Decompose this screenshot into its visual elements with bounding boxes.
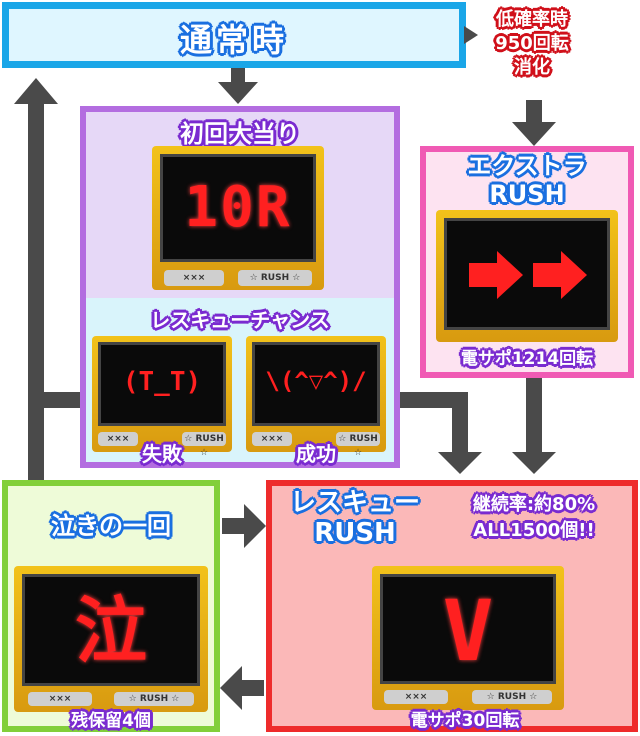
arrow-extra-to-rescue-shaft [526, 378, 542, 454]
low-prob-line2: 950回転 [495, 33, 569, 54]
last-chance-label: 泣きの一回 [51, 512, 171, 540]
low-prob-line1: 低確率時 [496, 9, 568, 30]
extra-arrow-left [469, 251, 523, 299]
rescue-rush-line1: レスキュー [289, 488, 420, 518]
rescue-screen-frame: V ××× ☆ RUSH ☆ [372, 566, 564, 710]
fail-face: (T_T) [122, 367, 202, 397]
last-chance-screen-frame: 泣 ××× ☆ RUSH ☆ [14, 566, 208, 712]
extra-arrows-icon [469, 251, 587, 299]
rescue-xxx-button: ××× [384, 690, 448, 704]
all-payout: ALL1500個!! [473, 520, 595, 541]
extra-rush-line1: エクストラ [467, 152, 587, 180]
extra-rush-line2: RUSH [489, 180, 565, 208]
arrow-lowprob-to-extra-shaft [526, 100, 542, 124]
low-prob-label: 低確率時 950回転 消化 [472, 8, 592, 80]
arrow-success-shaft-v [452, 392, 468, 454]
fail-xxx-button: ××× [98, 432, 138, 446]
success-screen-frame: \(^▽^)/ ××× ☆ RUSH ☆ [246, 336, 386, 458]
extra-rush-label: エクストラ RUSH [420, 152, 634, 208]
last-chance-char: 泣 [74, 589, 147, 673]
success-xxx-button: ××× [252, 432, 292, 446]
success-label: 成功 [296, 442, 336, 466]
arrow-success-shaft-h [392, 392, 468, 408]
rescue-spins-label: 電サポ30回転 [410, 711, 520, 731]
arrow-normal-to-firsthit-head [218, 82, 258, 104]
arrow-success-head [438, 452, 482, 474]
fail-label: 失敗 [142, 442, 182, 466]
first-hit-rush-button: ☆ RUSH ☆ [238, 270, 312, 286]
rescue-rush-button: ☆ RUSH ☆ [472, 690, 552, 704]
fail-rush-button: ☆ RUSH ☆ [182, 432, 226, 458]
success-rush-button: ☆ RUSH ☆ [336, 432, 380, 458]
rescue-screen: V [380, 574, 556, 684]
first-hit-label: 初回大当り [180, 120, 300, 148]
normal-node: 通常時 [2, 2, 466, 68]
rescue-chance-label: レスキューチャンス [150, 308, 330, 332]
success-face: \(^▽^)/ [265, 367, 367, 395]
arrow-lastchance-to-rescue-shaft [222, 518, 246, 534]
fail-screen: (T_T) [98, 342, 226, 426]
first-hit-xxx-button: ××× [164, 270, 224, 286]
normal-label: 通常時 [179, 21, 288, 59]
low-prob-line3: 消化 [514, 57, 550, 78]
arrow-lastchance-to-rescue-head [244, 504, 266, 548]
arrow-return-left-shaft [28, 100, 44, 482]
success-screen: \(^▽^)/ [252, 342, 380, 426]
extra-screen-frame [436, 210, 618, 342]
first-hit-screen-frame: 10R ××× ☆ RUSH ☆ [152, 146, 324, 290]
last-chance-rush-button: ☆ RUSH ☆ [114, 692, 194, 706]
first-hit-display: 10R [184, 175, 292, 240]
arrow-lowprob-to-extra-head [512, 122, 556, 146]
first-hit-screen: 10R [160, 154, 316, 262]
extra-arrow-right [533, 251, 587, 299]
arrow-normal-to-firsthit-shaft [231, 68, 245, 84]
rescue-rush-info: 継続率:約80% ALL1500個!! [436, 492, 632, 544]
last-chance-screen: 泣 [22, 574, 200, 686]
rush-char: V [442, 582, 494, 680]
last-chance-xxx-button: ××× [28, 692, 92, 706]
extra-spins-label: 電サポ1214回転 [460, 349, 594, 369]
rescue-rush-label: レスキュー RUSH [280, 488, 430, 548]
arrow-rescue-to-lastchance-shaft [240, 680, 264, 696]
reserve-label: 残保留4個 [71, 711, 151, 731]
extra-screen [444, 218, 610, 330]
arrow-return-left-head [14, 78, 58, 104]
fail-screen-frame: (T_T) ××× ☆ RUSH ☆ [92, 336, 232, 458]
arrow-normal-to-lowprob [464, 26, 478, 44]
arrow-rescue-to-lastchance-head [220, 666, 242, 710]
continue-rate: 継続率:約80% [472, 494, 596, 515]
arrow-extra-to-rescue-head [512, 452, 556, 474]
rescue-rush-line2: RUSH [314, 518, 396, 548]
